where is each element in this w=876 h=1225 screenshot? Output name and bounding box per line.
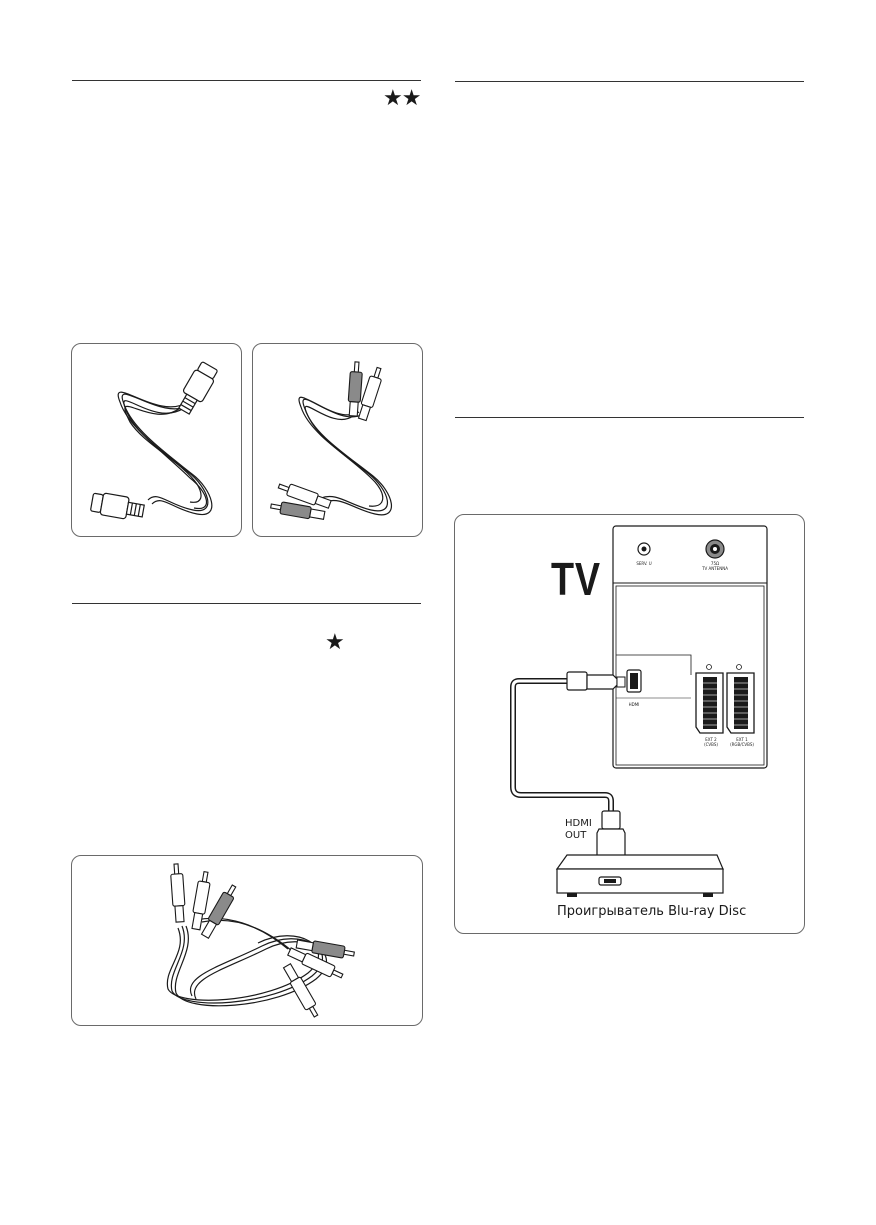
av-cable-illustration <box>166 863 355 1018</box>
hdmi-out-label: HDMI OUT <box>565 818 592 841</box>
hdmi-connection-diagram-panel: TV SERV. U 75Ω TV ANTENNA HDMI EXT 2 (CV… <box>454 514 805 934</box>
antenna-port-label: 75Ω TV ANTENNA <box>702 561 728 571</box>
illustration-panel-antenna-cable <box>71 343 242 537</box>
device-caption: Проигрыватель Blu-ray Disc <box>557 904 747 919</box>
illustration-panel-av-cable <box>71 855 423 1026</box>
ext2-port-label: EXT 2 (CVBS) <box>704 737 718 747</box>
section-rule-top-right <box>455 81 804 82</box>
audio-lr-cable-illustration <box>270 361 392 520</box>
antenna-cable-illustration <box>90 361 218 520</box>
hdmi-port-label: HDMI <box>628 702 640 707</box>
difficulty-stars-one: ★ <box>325 630 345 655</box>
tv-label: TV <box>551 553 601 605</box>
serv-port-label: SERV. U <box>636 561 652 566</box>
difficulty-stars-two: ★★ <box>383 86 421 111</box>
section-rule-middle-right <box>455 417 804 418</box>
section-rule-middle-left <box>72 603 421 604</box>
illustration-panel-audio-lr-cable <box>252 343 423 537</box>
section-rule-top-left <box>72 80 421 81</box>
hdmi-connection-diagram <box>510 525 768 897</box>
ext1-port-label: EXT 1 (RGB/CVBS) <box>730 737 754 747</box>
